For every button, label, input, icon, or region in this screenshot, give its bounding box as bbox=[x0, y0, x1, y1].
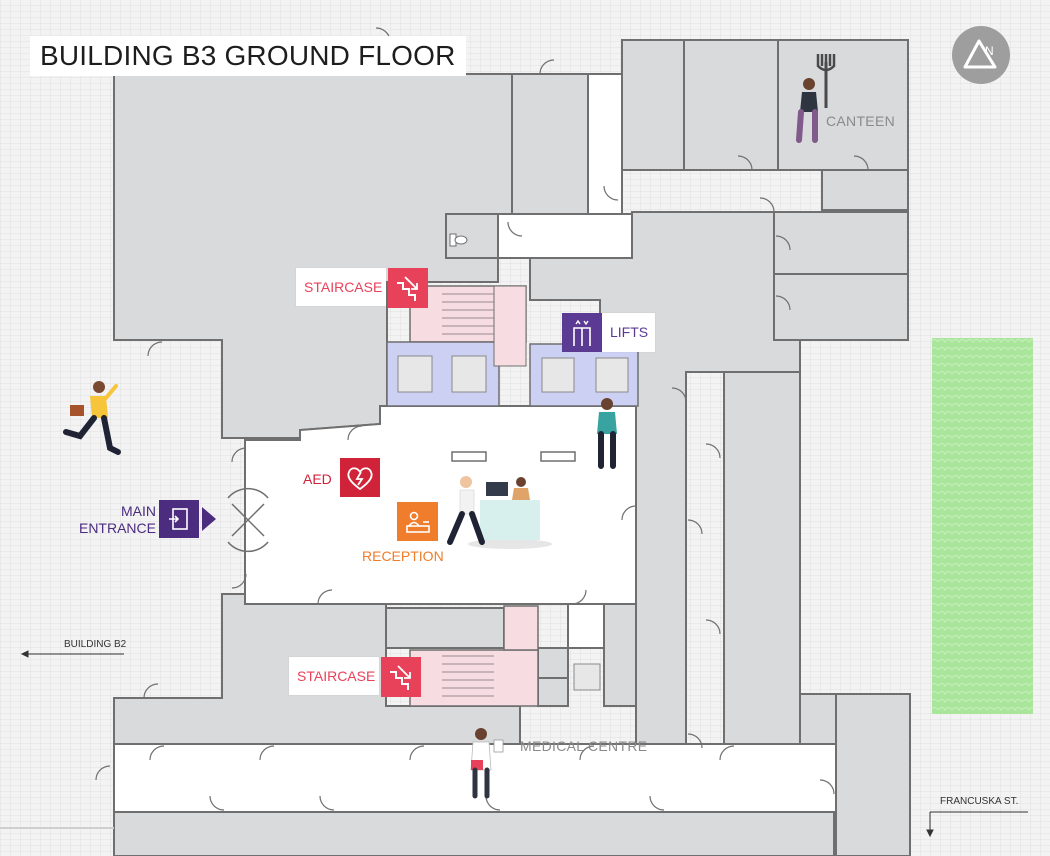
lift-icon bbox=[573, 319, 591, 346]
staircase-bottom-label: STAIRCASE bbox=[289, 657, 379, 695]
lift-car bbox=[595, 357, 629, 393]
staircase-top-label: STAIRCASE bbox=[296, 268, 386, 306]
room-top-middle bbox=[511, 73, 589, 215]
person-lobby-icon bbox=[597, 398, 617, 469]
door-swings bbox=[95, 27, 869, 811]
room-tr-1 bbox=[621, 39, 685, 171]
lifts-text: LIFTS bbox=[610, 324, 649, 340]
room-bottom-right-1 bbox=[537, 647, 569, 679]
room-tr-5 bbox=[773, 273, 909, 341]
room-tr-3 bbox=[821, 169, 909, 211]
aed-label: AED bbox=[303, 471, 332, 487]
person-canteen-icon bbox=[796, 54, 836, 143]
lifts-tile[interactable] bbox=[562, 313, 602, 352]
main-entrance-line1: MAIN bbox=[121, 503, 156, 519]
person-running-icon bbox=[63, 381, 121, 455]
entrance-arrow-icon bbox=[202, 507, 216, 531]
staircase-bottom-zone bbox=[409, 649, 539, 707]
room-bottom-right-3 bbox=[603, 603, 637, 707]
lift-car bbox=[573, 663, 601, 691]
revolving-door bbox=[227, 487, 269, 553]
main-entrance-tile[interactable] bbox=[159, 500, 199, 538]
main-entrance-line2: ENTRANCE bbox=[78, 520, 156, 536]
compass[interactable]: N bbox=[952, 26, 1010, 84]
building-b2-label: BUILDING B2 bbox=[64, 639, 127, 650]
francuska-street-label: FRANCUSKA ST. bbox=[940, 796, 1019, 807]
vent bbox=[540, 451, 576, 462]
reception-label: RECEPTION bbox=[362, 548, 444, 564]
person-medical-icon bbox=[470, 728, 504, 799]
room-bottom-mid bbox=[385, 607, 505, 649]
lifts-label: LIFTS bbox=[602, 313, 655, 352]
direction-arrows bbox=[20, 650, 1028, 838]
room-tr-4 bbox=[773, 211, 909, 275]
aed-heart-icon bbox=[347, 466, 373, 490]
main-entrance-label: MAIN ENTRANCE bbox=[74, 503, 156, 537]
staircase-icon bbox=[397, 276, 418, 301]
reception-desk-icon bbox=[405, 511, 430, 533]
reception-desk-illustration bbox=[447, 476, 552, 549]
canteen-label: CANTEEN bbox=[826, 113, 895, 129]
staircase-top-text: STAIRCASE bbox=[304, 279, 383, 295]
staircase-bottom-side bbox=[503, 605, 539, 651]
green-area bbox=[932, 338, 1033, 714]
room-bottom-strip bbox=[113, 811, 835, 856]
corridor-vertical-top bbox=[587, 73, 623, 215]
staircase-icon bbox=[390, 665, 411, 690]
stair-steps bbox=[442, 293, 494, 697]
lift-car bbox=[397, 355, 433, 393]
riser-zone bbox=[493, 285, 527, 367]
entrance-door-icon bbox=[169, 508, 188, 530]
lift-cars bbox=[397, 355, 629, 691]
room-canteen bbox=[777, 39, 909, 171]
page-title: BUILDING B3 GROUND FLOOR bbox=[30, 36, 466, 76]
lift-car bbox=[451, 355, 487, 393]
north-arrow-icon: N bbox=[963, 39, 997, 69]
medical-centre-label: MEDICAL CENTRE bbox=[520, 738, 648, 754]
staircase-bottom-text: STAIRCASE bbox=[297, 668, 376, 684]
reception-tile[interactable] bbox=[397, 502, 438, 541]
room-bottom-right-block bbox=[835, 693, 911, 856]
room-bottom-right-2 bbox=[537, 677, 569, 707]
room-right-column bbox=[723, 371, 801, 773]
room-tr-2 bbox=[683, 39, 779, 171]
vent bbox=[451, 451, 487, 462]
lobby bbox=[244, 405, 637, 605]
staircase-top-tile[interactable] bbox=[388, 268, 428, 308]
staircase-bottom-tile[interactable] bbox=[381, 657, 421, 697]
aed-tile[interactable] bbox=[340, 458, 380, 497]
corridor-bottom-right bbox=[567, 603, 605, 649]
toilet-icon bbox=[449, 233, 468, 247]
lift-car bbox=[541, 357, 575, 393]
north-letter: N bbox=[985, 44, 994, 58]
